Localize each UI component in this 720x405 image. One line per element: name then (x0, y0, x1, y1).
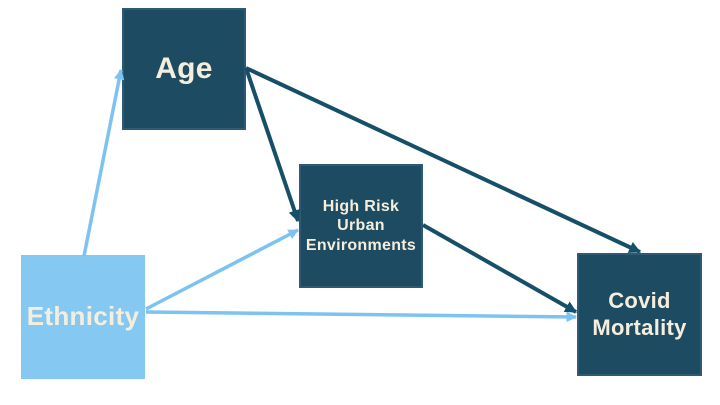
node-covid-mortality-label: Mortality (592, 314, 687, 340)
node-ethnicity-label: Ethnicity (26, 301, 140, 332)
node-ethnicity-box: Ethnicity (21, 255, 145, 379)
node-age-label: Age (155, 51, 213, 85)
node-high-risk-urban-environments-label: Urban (337, 217, 385, 235)
node-high-risk-urban-environments-label: Environments (305, 236, 417, 254)
node-covid-mortality-label: Covid (608, 288, 671, 314)
node-high-risk-urban-environments-label: High Risk (322, 197, 400, 215)
node-age-box: Age (122, 8, 246, 130)
